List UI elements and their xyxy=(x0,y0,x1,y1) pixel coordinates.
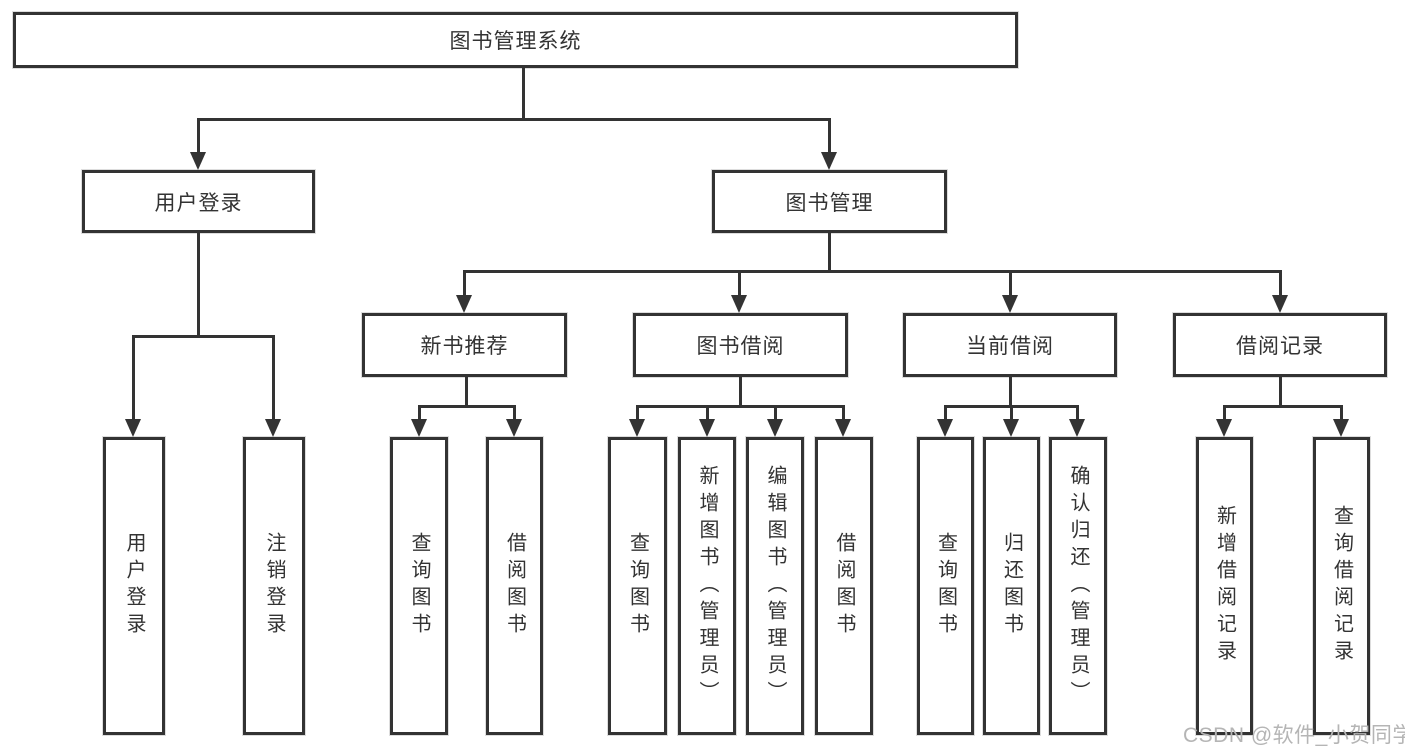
arrow-down-icon xyxy=(1069,419,1085,437)
leaf-logout: 注销登录 xyxy=(243,437,305,735)
leaf-borrow-books-recommend-label: 借阅图书 xyxy=(503,532,526,640)
arrow-down-icon xyxy=(629,419,645,437)
connector-line xyxy=(842,405,845,422)
arrow-down-icon xyxy=(1216,419,1232,437)
connector-line xyxy=(132,335,135,421)
connector-line xyxy=(636,405,639,422)
connector-line xyxy=(1009,270,1012,297)
arrow-down-icon xyxy=(506,419,522,437)
connector-line xyxy=(1076,405,1079,422)
node-borrow-records: 借阅记录 xyxy=(1173,313,1387,377)
node-book-borrow-label: 图书借阅 xyxy=(696,335,785,358)
node-current-borrow-label: 当前借阅 xyxy=(966,335,1054,358)
connector-line xyxy=(739,377,742,408)
arrow-down-icon xyxy=(937,419,953,437)
connector-line xyxy=(197,118,831,121)
connector-line xyxy=(1009,377,1012,408)
leaf-edit-book-admin: 编辑图书（管理员） xyxy=(746,437,804,735)
connector-line xyxy=(197,118,200,155)
connector-line xyxy=(418,405,516,408)
node-user-login-label: 用户登录 xyxy=(154,191,243,215)
arrow-down-icon xyxy=(835,419,851,437)
connector-line xyxy=(706,405,709,422)
connector-line xyxy=(1279,377,1282,408)
arrow-down-icon xyxy=(821,152,837,170)
leaf-borrow-books-recommend: 借阅图书 xyxy=(486,437,543,735)
watermark: CSDN @软件_小贺同学 xyxy=(1183,724,1405,747)
leaf-query-borrow-record: 查询借阅记录 xyxy=(1313,437,1370,735)
leaf-logout-label: 注销登录 xyxy=(263,532,285,640)
leaf-user-login: 用户登录 xyxy=(103,437,165,735)
connector-line xyxy=(418,405,421,422)
connector-line xyxy=(522,68,525,121)
leaf-user-login-label: 用户登录 xyxy=(123,532,145,640)
connector-line xyxy=(738,270,741,297)
leaf-query-books-current-label: 查询图书 xyxy=(934,532,957,640)
arrow-down-icon xyxy=(411,419,427,437)
node-new-book-recommend: 新书推荐 xyxy=(362,313,567,377)
node-borrow-records-label: 借阅记录 xyxy=(1236,335,1324,358)
arrow-down-icon xyxy=(731,295,747,313)
node-library-system-label: 图书管理系统 xyxy=(449,30,582,53)
connector-line xyxy=(774,405,777,422)
node-book-management-label: 图书管理 xyxy=(785,191,874,215)
connector-line xyxy=(1010,405,1013,422)
leaf-add-borrow-record: 新增借阅记录 xyxy=(1196,437,1253,735)
arrow-down-icon xyxy=(125,419,141,437)
leaf-return-books-label: 归还图书 xyxy=(1000,532,1023,640)
leaf-query-books-current: 查询图书 xyxy=(917,437,974,735)
connector-line xyxy=(465,377,468,408)
leaf-confirm-return-admin: 确认归还（管理员） xyxy=(1049,437,1107,735)
leaf-query-books-recommend: 查询图书 xyxy=(390,437,448,735)
leaf-add-book-admin: 新增图书（管理员） xyxy=(678,437,736,735)
arrow-down-icon xyxy=(1333,419,1349,437)
leaf-query-books-borrow: 查询图书 xyxy=(608,437,667,735)
connector-line xyxy=(132,335,275,338)
connector-line xyxy=(463,270,466,297)
connector-line xyxy=(197,233,200,338)
node-library-system: 图书管理系统 xyxy=(13,12,1018,68)
leaf-add-borrow-record-label: 新增借阅记录 xyxy=(1213,505,1236,667)
node-current-borrow: 当前借阅 xyxy=(903,313,1117,377)
connector-line xyxy=(828,233,831,273)
leaf-add-book-admin-label: 新增图书（管理员） xyxy=(696,464,718,708)
arrow-down-icon xyxy=(456,295,472,313)
node-user-login: 用户登录 xyxy=(82,170,315,233)
node-new-book-recommend-label: 新书推荐 xyxy=(420,335,509,358)
arrow-down-icon xyxy=(265,419,281,437)
connector-line xyxy=(272,335,275,421)
connector-line xyxy=(1340,405,1343,422)
leaf-confirm-return-admin-label: 确认归还（管理员） xyxy=(1067,464,1089,708)
connector-line xyxy=(513,405,516,422)
leaf-query-borrow-record-label: 查询借阅记录 xyxy=(1330,505,1353,667)
connector-line xyxy=(1223,405,1342,408)
arrow-down-icon xyxy=(1003,419,1019,437)
leaf-edit-book-admin-label: 编辑图书（管理员） xyxy=(764,464,786,708)
node-book-management: 图书管理 xyxy=(712,170,947,233)
arrow-down-icon xyxy=(1272,295,1288,313)
arrow-down-icon xyxy=(190,152,206,170)
connector-line xyxy=(1279,270,1282,297)
leaf-query-books-recommend-label: 查询图书 xyxy=(408,532,430,640)
leaf-borrow-books: 借阅图书 xyxy=(815,437,873,735)
leaf-return-books: 归还图书 xyxy=(983,437,1040,735)
connector-line xyxy=(1223,405,1226,422)
leaf-query-books-borrow-label: 查询图书 xyxy=(626,532,649,640)
arrow-down-icon xyxy=(699,419,715,437)
connector-line xyxy=(463,270,1282,273)
connector-line xyxy=(944,405,947,422)
connector-line xyxy=(828,118,831,155)
leaf-borrow-books-label: 借阅图书 xyxy=(833,532,855,640)
connector-line xyxy=(636,405,845,408)
arrow-down-icon xyxy=(1002,295,1018,313)
arrow-down-icon xyxy=(767,419,783,437)
node-book-borrow: 图书借阅 xyxy=(633,313,848,377)
